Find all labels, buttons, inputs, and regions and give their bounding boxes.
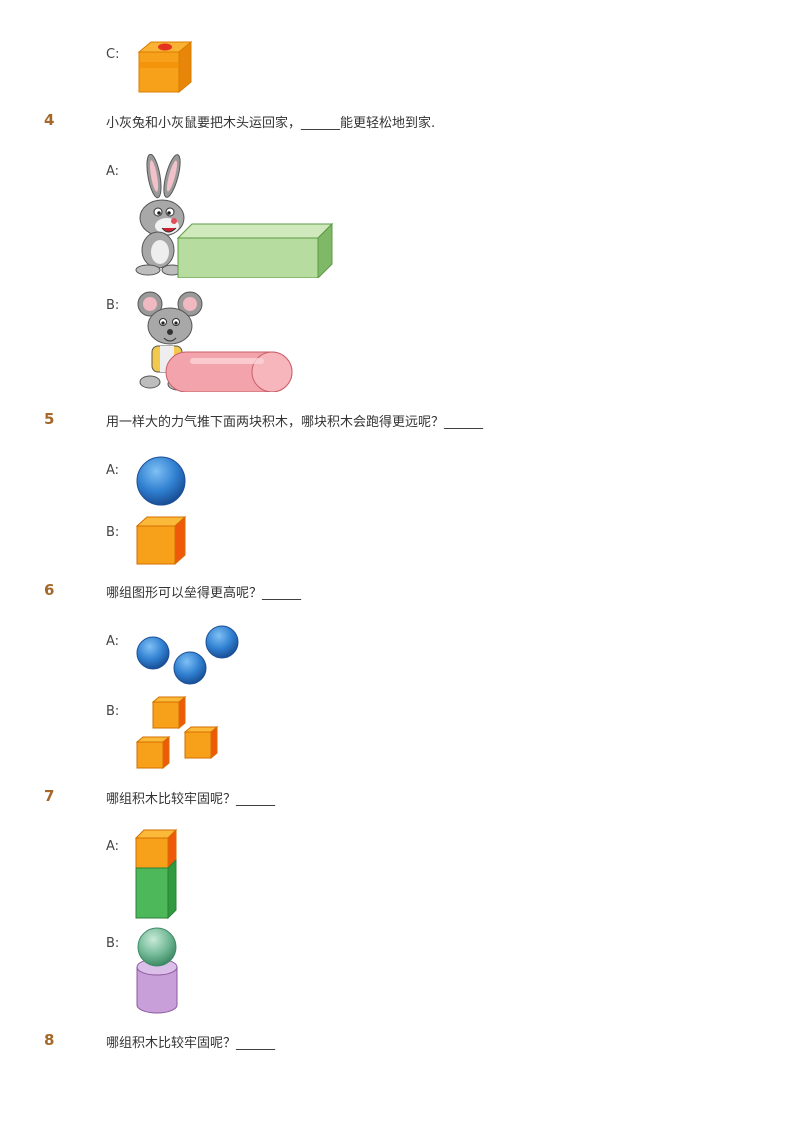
cube-on-cuboid-figure [135,829,179,919]
blue-sphere-figure [135,455,189,509]
question-text-5: 用一样大的力气推下面两块积木，哪块积木会跑得更远呢？______ [106,415,484,430]
rabbit-icon [135,154,185,276]
blue-sphere-icon [205,625,239,659]
orange-cube-icon [135,735,171,770]
question-text-6: 哪组图形可以垒得更高呢？______ [106,586,302,601]
option-label-b: B: [106,525,120,540]
mouse-with-cylinder-figure [134,290,298,392]
question-number-5: 5 [44,410,55,428]
option-label-b: B: [106,936,120,951]
orange-box-figure [137,40,193,94]
orange-cube-icon [135,829,178,870]
option-label-c: C: [106,47,120,62]
option-label-a: A: [106,839,120,854]
pink-cylinder-icon [165,351,293,392]
green-cuboid-icon [135,858,177,919]
purple-cylinder-icon [136,958,178,1014]
option-label-b: B: [106,704,120,719]
option-label-a: A: [106,463,120,478]
three-blue-spheres-figure [135,624,241,688]
question-number-7: 7 [44,787,55,805]
option-label-a: A: [106,164,120,179]
green-cuboid-icon [176,222,334,278]
option-label-b: B: [106,298,120,313]
orange-cube-figure [136,516,188,566]
blue-sphere-icon [136,636,170,670]
three-orange-cubes-figure [134,694,220,770]
sphere-on-cylinder-figure [135,927,181,1015]
question-number-6: 6 [44,581,55,599]
question-number-4: 4 [44,111,55,129]
question-text-4: 小灰兔和小灰鼠要把木头运回家，______能更轻松地到家. [106,116,436,131]
blue-sphere-icon [136,456,186,506]
question-number-8: 8 [44,1031,55,1049]
orange-cube-icon [136,516,187,566]
orange-cube-icon [151,695,187,730]
question-text-8: 哪组积木比较牢固呢？______ [106,1036,276,1051]
option-label-a: A: [106,634,120,649]
orange-cube-icon [183,725,219,760]
rabbit-with-cuboid-figure [134,154,334,278]
blue-sphere-icon [173,651,207,685]
green-sphere-icon [137,927,177,967]
question-text-7: 哪组积木比较牢固呢？______ [106,792,276,807]
